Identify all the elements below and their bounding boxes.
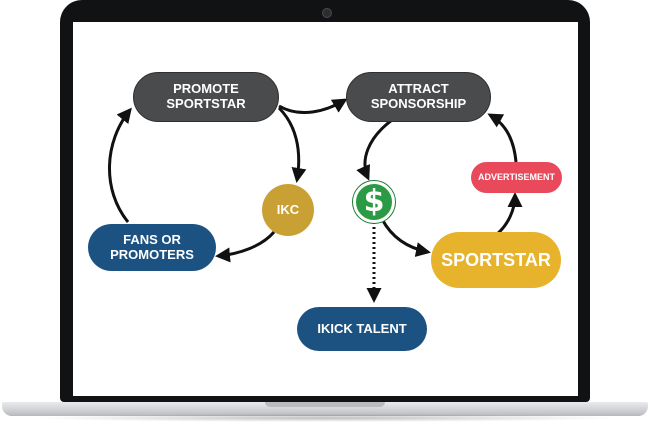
laptop-base <box>2 402 648 416</box>
node-ikc-label: IKC <box>276 201 300 217</box>
dollar-icon: $ <box>353 181 395 223</box>
node-advertisement: ADVERTISEMENT <box>471 162 562 193</box>
arrow-dollar-to-sportstar <box>380 218 431 257</box>
node-promote-sportstar-label: PROMOTE SPORTSTAR <box>166 81 246 111</box>
node-ikc: IKC <box>262 184 314 236</box>
laptop-base-notch <box>265 402 385 407</box>
node-fans-or-promoters: FANS OR PROMOTERS <box>88 224 216 271</box>
arrow-advertisement-to-attract <box>487 113 518 163</box>
arrow-attract-to-dollar <box>356 118 393 181</box>
node-sportstar: SPORTSTAR <box>431 232 561 288</box>
arrow-promote-to-attract <box>278 98 348 114</box>
arrow-ikc-to-fans <box>215 230 276 263</box>
dollar-symbol: $ <box>363 183 385 219</box>
node-advertisement-label: ADVERTISEMENT <box>477 172 555 183</box>
node-attract-sponsorship-label: ATTRACT SPONSORSHIP <box>370 81 467 111</box>
node-attract-sponsorship: ATTRACT SPONSORSHIP <box>346 72 491 122</box>
node-sportstar-label: SPORTSTAR <box>441 249 551 270</box>
arrow-promote-to-ikc <box>277 106 307 183</box>
node-promote-sportstar: PROMOTE SPORTSTAR <box>133 72 279 122</box>
arrow-fans-to-promote <box>108 107 132 223</box>
webcam-icon <box>322 8 332 18</box>
laptop-shadow <box>30 414 620 422</box>
arrow-sportstar-to-advertisement <box>495 192 523 237</box>
node-fans-or-promoters-label: FANS OR PROMOTERS <box>110 231 194 262</box>
node-ikick-talent-label: IKICK TALENT <box>317 320 407 336</box>
node-ikick-talent: IKICK TALENT <box>297 307 427 351</box>
